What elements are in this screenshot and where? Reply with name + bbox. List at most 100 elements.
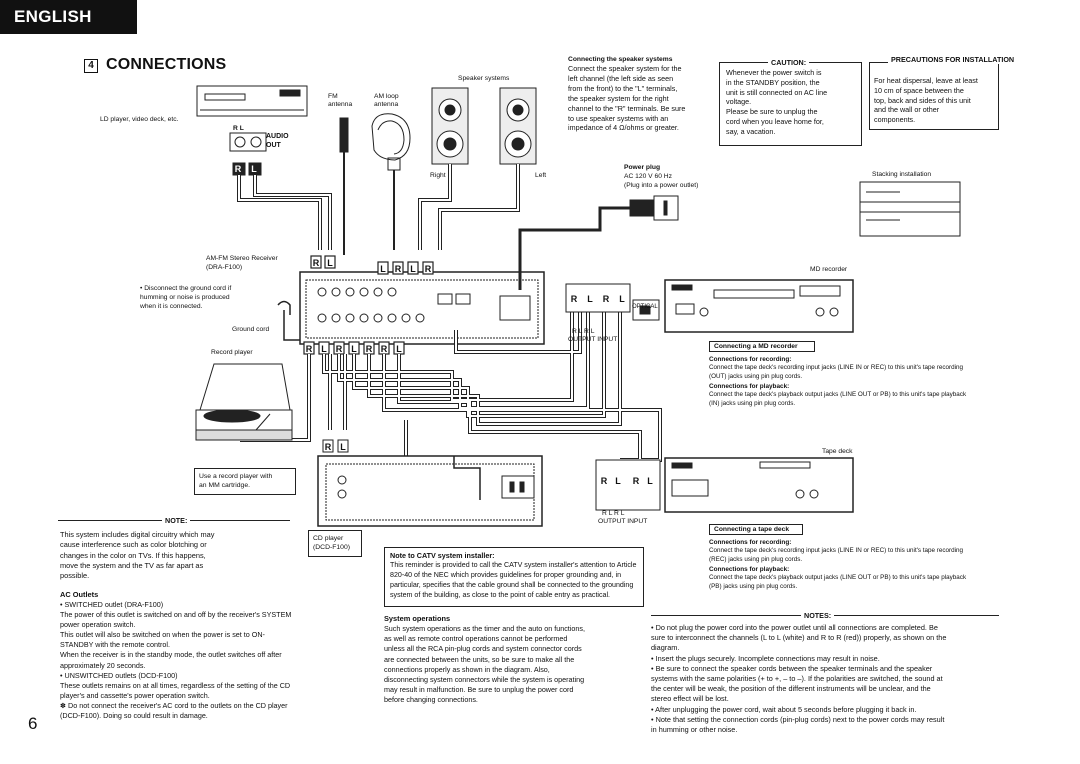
plug-label: R <box>395 264 402 274</box>
record-player-note: Use a record player with an MM cartridge… <box>199 473 273 489</box>
md-rec-title: Connections for recording: <box>709 356 792 363</box>
tape-rec-title: Connections for recording: <box>709 539 792 546</box>
plug-label: R <box>603 294 610 304</box>
language-badge: ENGLISH <box>0 0 137 34</box>
tape-play-title: Connections for playback: <box>709 566 790 573</box>
cd-ac-outlet-icon <box>501 475 535 499</box>
plug-label: L <box>396 344 402 354</box>
receiver-icon <box>299 271 545 345</box>
catv-text: This reminder is provided to call the CA… <box>390 561 637 599</box>
section-number: 4 <box>84 59 98 73</box>
power-plug-text: AC 120 V 60 Hz (Plug into a power outlet… <box>624 173 699 189</box>
caution-box: CAUTION: Whenever the power switch is in… <box>719 57 862 146</box>
md-recorder-icon <box>664 279 854 333</box>
receiver-top-plugs <box>310 255 434 275</box>
precautions-box: PRECAUTIONS FOR INSTALLATION For heat di… <box>869 56 1018 130</box>
power-plug-title: Power plug <box>624 164 661 171</box>
stacking-label: Stacking installation <box>872 171 932 178</box>
page-number: 6 <box>28 714 38 733</box>
speaker-left-icon <box>438 87 537 250</box>
speaker-right-label: Right <box>430 172 446 179</box>
md-recorder-label: MD recorder <box>810 266 848 273</box>
md-title: Connecting a MD recorder <box>714 343 798 350</box>
plug-label: R <box>325 442 332 452</box>
plug-label: R <box>633 476 640 486</box>
notes-text: • Do not plug the power cord into the po… <box>651 623 947 735</box>
record-player-note-box: Use a record player with an MM cartridge… <box>194 468 296 495</box>
catv-box: Note to CATV system installer: This remi… <box>384 547 644 607</box>
plug-label: L <box>340 442 346 452</box>
plug-label: L <box>321 344 327 354</box>
tape-rec-text: Connect the tape deck's recording input … <box>709 547 964 563</box>
ground-cord-icon <box>277 300 300 341</box>
md-rec-text: Connect the tape deck's recording input … <box>709 364 964 380</box>
plug-label: R <box>381 344 388 354</box>
fm-antenna-icon <box>339 117 349 255</box>
speaker-right-icon <box>418 87 469 250</box>
plug-label: R <box>235 164 242 174</box>
plug-label: L <box>619 294 625 304</box>
md-title-box: Connecting a MD recorder <box>709 341 815 352</box>
ground-note: • Disconnect the ground cord if humming … <box>140 285 232 310</box>
note-text: This system includes digital circuitry w… <box>60 530 215 581</box>
ac-outlets-title: AC Outlets <box>60 590 99 599</box>
optical-label: OPTICAL <box>632 304 658 310</box>
tape-output-input: OUTPUT INPUT <box>598 518 648 525</box>
plug-label: L <box>647 476 653 486</box>
receiver-label: AM-FM Stereo Receiver (DRA-F100) <box>206 255 278 271</box>
plug-label: R <box>425 264 432 274</box>
tape-deck-label: Tape deck <box>822 448 853 455</box>
catv-title: Note to CATV system installer: <box>390 551 495 560</box>
caution-title: CAUTION: <box>768 57 810 68</box>
notes-title: NOTES: <box>801 610 835 621</box>
stacking-installation-icon <box>859 181 961 237</box>
ground-cord-label: Ground cord <box>232 326 270 333</box>
am-antenna-label: AM loop antenna <box>374 93 399 108</box>
power-plug-icon <box>518 195 679 290</box>
md-play-text: Connect the tape deck's playback output … <box>709 391 967 407</box>
plug-label: L <box>587 294 593 304</box>
speaker-conn-text: Connect the speaker system for the left … <box>568 64 686 133</box>
plug-label: R <box>601 476 608 486</box>
plug-label: L <box>327 258 333 268</box>
tape-title: Connecting a tape deck <box>714 526 790 533</box>
plug-label: L <box>615 476 621 486</box>
precautions-text: For heat dispersal, leave at least 10 cm… <box>874 76 978 125</box>
tape-title-box: Connecting a tape deck <box>709 524 803 535</box>
precautions-title: PRECAUTIONS FOR INSTALLATION <box>888 56 1018 64</box>
notes-rule: NOTES: <box>651 610 999 621</box>
plug-label: R <box>306 344 313 354</box>
tape-rl-labels: R L R L <box>602 510 625 517</box>
audio-out-label: AUDIO OUT <box>266 133 289 149</box>
fm-antenna-label: FM antenna <box>328 93 353 108</box>
md-output-input: OUTPUT INPUT <box>568 336 618 343</box>
plug-label: L <box>351 344 357 354</box>
tape-jacks-icon <box>595 459 661 511</box>
caution-text: Whenever the power switch is in the STAN… <box>726 68 828 136</box>
note-title: NOTE: <box>162 515 191 526</box>
plug-label: R <box>313 258 320 268</box>
record-player-icon <box>195 363 293 441</box>
tape-play-text: Connect the tape deck's playback output … <box>709 574 967 590</box>
md-play-title: Connections for playback: <box>709 383 790 390</box>
plug-label: R <box>336 344 343 354</box>
ld-player-icon <box>196 85 308 117</box>
cd-player-label: CD player (DCD-F100) <box>313 535 351 551</box>
speaker-conn-title: Connecting the speaker systems <box>568 56 673 63</box>
speaker-left-label: Left <box>535 172 547 179</box>
record-player-label: Record player <box>211 349 253 356</box>
ld-player-label: LD player, video deck, etc. <box>100 116 179 123</box>
plug-label: R <box>366 344 373 354</box>
note-rule: NOTE: <box>58 515 290 526</box>
plug-label: L <box>251 164 257 174</box>
ac-outlets-text: • SWITCHED outlet (DRA-F100) The power o… <box>60 600 292 721</box>
plug-label: R <box>571 294 578 304</box>
audio-out-rl-label: R L <box>233 125 244 132</box>
am-loop-antenna-icon <box>371 113 411 250</box>
section-title: CONNECTIONS <box>106 56 227 73</box>
md-rl-labels: R L R L <box>572 328 595 335</box>
speaker-systems-label: Speaker systems <box>458 75 510 82</box>
plug-label: L <box>380 264 386 274</box>
cd-player-label-box: CD player (DCD-F100) <box>308 530 362 557</box>
